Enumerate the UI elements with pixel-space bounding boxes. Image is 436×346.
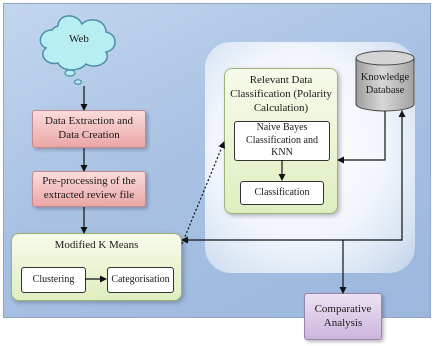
comparative-analysis-label-line1: Comparative xyxy=(314,302,372,315)
preprocessing-label: Pre-processing of the extracted review f… xyxy=(42,175,136,201)
web-label: Web xyxy=(69,33,89,45)
categorisation-box: Categorisation xyxy=(107,267,174,293)
modified-k-means-label: Modified K Means xyxy=(54,239,139,251)
comparative-analysis-label-line2: Analysis xyxy=(323,316,363,329)
web-cloud-icon: Web xyxy=(39,15,116,85)
connector-arrows xyxy=(80,86,406,294)
data-extraction-box: Data Extraction and Data Creation xyxy=(32,110,146,148)
arrow-database-to-kmeans xyxy=(181,110,406,244)
knowledge-database-icon: Knowledge Database xyxy=(355,50,415,112)
comparative-analysis-box: Comparative Analysis xyxy=(304,293,382,340)
arrow-kmeans-to-relevant xyxy=(181,141,225,245)
modified-k-means-box: Modified K Means Clustering Categorisati… xyxy=(11,233,182,301)
preprocessing-box: Pre-processing of the extracted review f… xyxy=(32,171,146,207)
knowledge-database-label-line1: Knowledge xyxy=(361,72,410,83)
clustering-box: Clustering xyxy=(21,267,86,293)
data-extraction-label: Data Extraction and Data Creation xyxy=(45,115,133,141)
clustering-label: Clustering xyxy=(32,273,75,285)
knowledge-database-label-line2: Database xyxy=(366,85,405,96)
categorisation-label: Categorisation xyxy=(111,273,170,285)
arrow-database-to-relevant xyxy=(337,111,386,164)
